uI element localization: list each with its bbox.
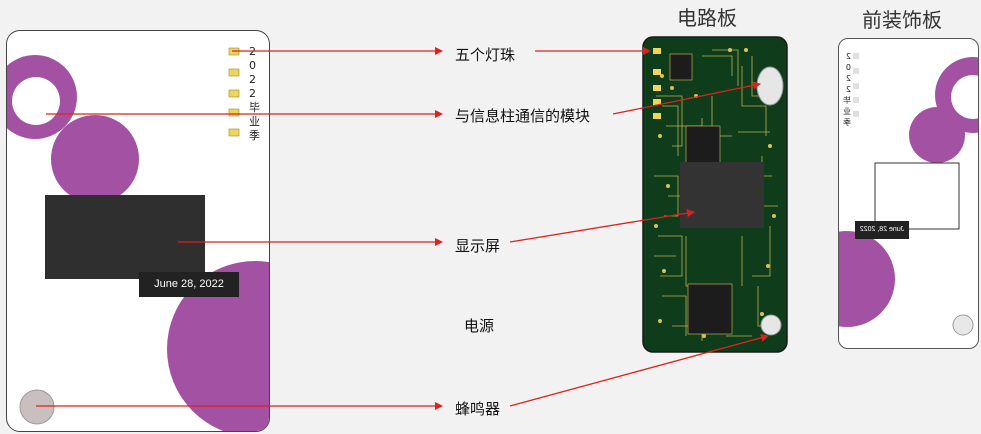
pcb-chip-large (687, 283, 733, 335)
pcb-vias (654, 48, 776, 338)
purple-circle-small (51, 115, 139, 203)
pcb-chip-mid (685, 125, 721, 167)
label-power: 电源 (464, 317, 495, 335)
vtext-char: 2 (249, 73, 256, 86)
front-cover-title: 前装饰板 (862, 8, 942, 32)
vtext-char: 业 (249, 115, 260, 128)
back-card-graphics (839, 53, 978, 336)
back-buzzer-hole (952, 314, 974, 336)
label-buzzer: 蜂鸣器 (455, 400, 501, 418)
back-ring-hole (951, 75, 978, 119)
label-module: 与信息柱通信的模块 (455, 107, 591, 125)
back-display-window (874, 162, 960, 230)
label-leds: 五个灯珠 (455, 46, 516, 64)
buzzer-circle (19, 389, 55, 425)
purple-circle-large (167, 261, 269, 431)
back-card: 2 0 2 2 毕 业 季 June 28, 2022 (838, 38, 979, 349)
vtext-char: 毕 (249, 101, 260, 114)
pcb-title: 电路板 (677, 6, 737, 30)
pcb-leds (653, 48, 661, 119)
arrow-display-right (509, 209, 695, 243)
vtext-char: 季 (249, 129, 260, 142)
vtext-char: 2 (249, 87, 256, 100)
pcb-chip-small (669, 53, 693, 81)
label-display: 显示屏 (455, 237, 501, 255)
front-card: 2 0 2 2 毕 业 季 June 28, 2022 (6, 30, 270, 432)
display-screen (45, 195, 205, 279)
pcb-board (642, 36, 788, 353)
vtext-char: 0 (249, 59, 256, 72)
ring-hole (12, 77, 60, 125)
date-badge: June 28, 2022 (139, 272, 239, 297)
back-led-holes (853, 53, 859, 117)
front-card-graphics (7, 47, 269, 431)
back-circle-small (909, 107, 965, 163)
arrow-module-right (612, 81, 761, 115)
pcb-buzzer (760, 314, 782, 336)
back-circle-large (839, 231, 895, 327)
arrow-buzzer-right (509, 333, 769, 407)
